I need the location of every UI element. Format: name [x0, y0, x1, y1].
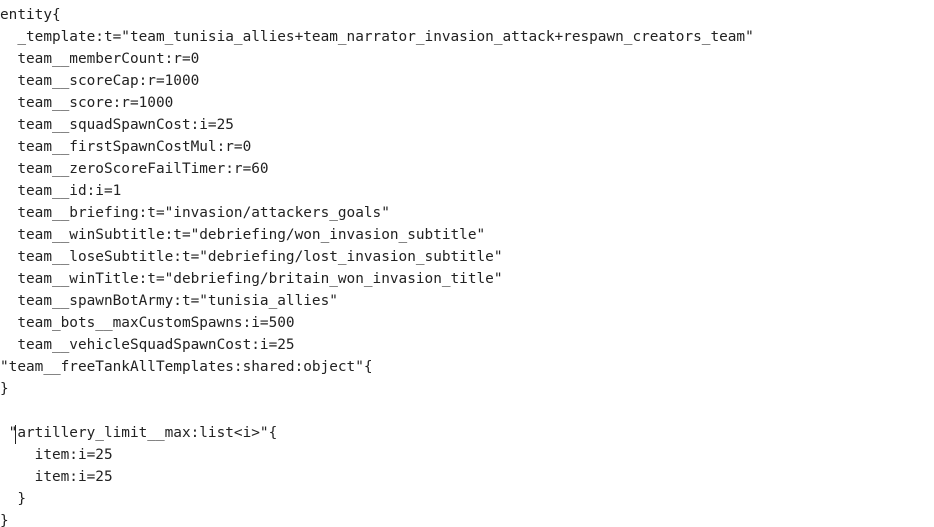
code-line-16: team__vehicleSquadSpawnCost:i=25 [0, 337, 295, 353]
code-line-8: team__zeroScoreFailTimer:r=60 [0, 161, 269, 177]
code-line-21: item:i=25 [0, 447, 113, 463]
code-line-24: } [0, 513, 9, 527]
code-line-11: team__winSubtitle:t="debriefing/won_inva… [0, 227, 486, 243]
code-line-3: team__memberCount:r=0 [0, 51, 200, 67]
code-line-10: team__briefing:t="invasion/attackers_goa… [0, 205, 390, 221]
code-line-22: item:i=25 [0, 469, 113, 485]
code-line-6: team__squadSpawnCost:i=25 [0, 117, 234, 133]
code-line-12: team__loseSubtitle:t="debriefing/lost_in… [0, 249, 503, 265]
code-line-20: "artillery_limit__max:list<i>"{ [0, 425, 278, 441]
code-line-7: team__firstSpawnCostMul:r=0 [0, 139, 252, 155]
code-line-13: team__winTitle:t="debriefing/britain_won… [0, 271, 503, 287]
code-line-1: entity{ [0, 7, 61, 23]
code-line-5: team__score:r=1000 [0, 95, 174, 111]
code-line-4: team__scoreCap:r=1000 [0, 73, 200, 89]
code-line-9: team__id:i=1 [0, 183, 122, 199]
code-line-23: } [0, 491, 26, 507]
code-line-15: team_bots__maxCustomSpawns:i=500 [0, 315, 295, 331]
code-line-2: _template:t="team_tunisia_allies+team_na… [0, 29, 754, 45]
text-cursor [15, 425, 16, 444]
code-line-18: } [0, 381, 9, 397]
code-line-17: "team__freeTankAllTemplates:shared:objec… [0, 359, 373, 375]
code-line-14: team__spawnBotArmy:t="tunisia_allies" [0, 293, 338, 309]
